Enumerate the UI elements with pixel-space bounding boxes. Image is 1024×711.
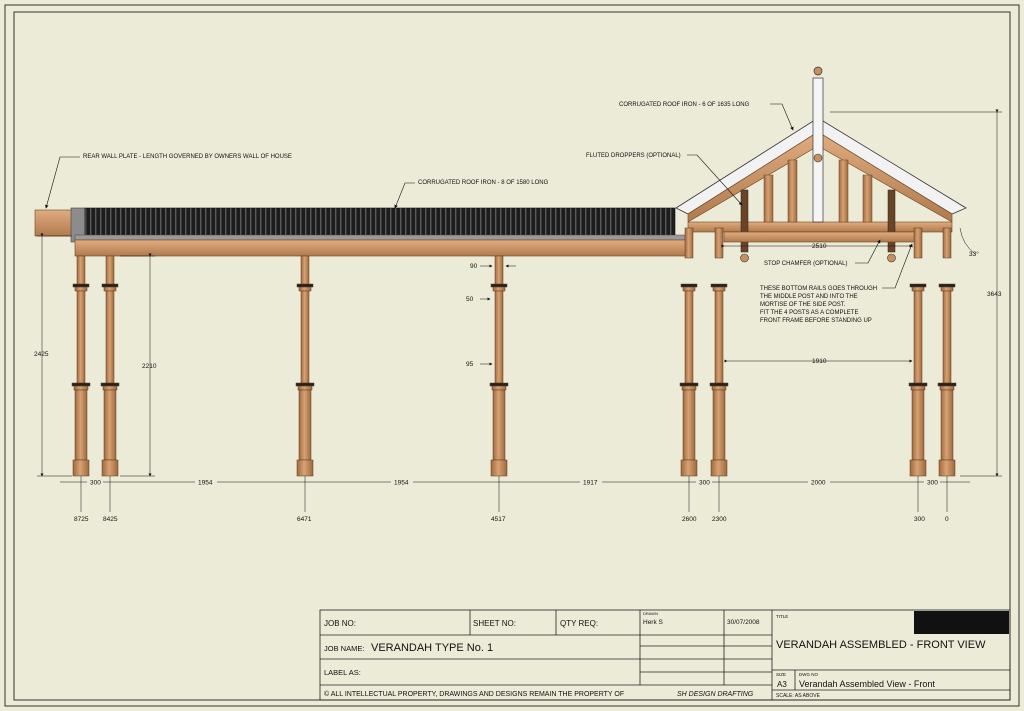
- spacing-3: 1954: [394, 480, 409, 487]
- verandah-post: [100, 255, 120, 512]
- finial: [813, 66, 823, 76]
- spacing-6: 2000: [811, 480, 826, 487]
- bottom-rails-line-3: MORTISE OF THE SIDE POST.: [760, 302, 846, 308]
- drawn-label: DRAWN: [643, 611, 658, 616]
- verandah-post: [908, 227, 928, 512]
- dim-post-top: 90: [470, 263, 478, 270]
- fluted-droppers: [740, 189, 896, 263]
- sheet-size: A3: [777, 680, 787, 689]
- leader-rear-wall: [45, 156, 80, 209]
- leader-chamfer: [855, 239, 881, 264]
- position-4: 4517: [491, 516, 506, 523]
- spacing-1: 300: [90, 480, 101, 487]
- company-logo: [914, 611, 1009, 634]
- title-block: [319, 609, 1011, 701]
- bottom-rails-line-2: THE MIDDLE POST AND INTO THE: [760, 294, 858, 300]
- dim-overall-height-left: 2425: [34, 351, 49, 358]
- post-group: [71, 227, 957, 512]
- annotation-roof-iron-main: CORRUGATED ROOF IRON - 8 OF 1580 LONG: [418, 180, 549, 186]
- dim-gable-inner: 1910: [812, 358, 827, 365]
- position-3: 6471: [297, 516, 312, 523]
- dim-overall-height-right: 3643: [987, 291, 1002, 298]
- corrugated-roof-iron: [84, 207, 676, 237]
- inner-border: [13, 11, 1011, 701]
- qty-req-label: QTY REQ:: [560, 619, 598, 628]
- bottom-rails-line-1: THESE BOTTOM RAILS GOES THROUGH: [760, 286, 877, 292]
- drawn-by: Herk S: [643, 619, 664, 626]
- spacing-4: 1917: [583, 480, 598, 487]
- verandah-post: [937, 227, 957, 512]
- title-label: TITLE: [776, 614, 788, 619]
- verandah-post: [679, 227, 699, 512]
- front-beam: [74, 239, 688, 257]
- annotation-fluted-droppers: FLUTED DROPPERS (OPTIONAL): [586, 153, 681, 159]
- verandah-post: [71, 255, 91, 512]
- outer-border: [4, 4, 1020, 707]
- logo-mark: SH: [920, 614, 948, 635]
- dwg-no: Verandah Assembled View - Front: [799, 679, 935, 689]
- job-name: VERANDAH TYPE No. 1: [371, 642, 493, 654]
- verandah-post: [295, 255, 315, 512]
- position-6: 2300: [712, 516, 727, 523]
- position-1: 8725: [74, 516, 89, 523]
- position-7: 300: [914, 516, 925, 523]
- leader-gable-iron: [770, 103, 794, 131]
- verandah-post: [489, 255, 509, 512]
- spacing-7: 300: [927, 480, 938, 487]
- position-2: 8425: [103, 516, 118, 523]
- annotation-stop-chamfer: STOP CHAMFER (OPTIONAL): [764, 261, 847, 267]
- sheet-no-label: SHEET NO:: [473, 619, 516, 628]
- gable-studs: [763, 159, 873, 223]
- spacing-2: 1954: [198, 480, 213, 487]
- logo-subtext: DRAFTING: [980, 629, 1000, 634]
- dim-post-capital: 50: [466, 296, 474, 303]
- position-5: 2600: [682, 516, 697, 523]
- leader-roof-iron: [394, 182, 415, 209]
- verandah-post: [709, 227, 729, 512]
- drawing-title: VERANDAH ASSEMBLED - FRONT VIEW: [776, 639, 986, 651]
- job-no-label: JOB NO:: [324, 619, 356, 628]
- king-post-boss: [813, 153, 823, 163]
- gable-bottom-rail: [723, 231, 921, 243]
- king-post: [812, 77, 824, 223]
- copyright: © ALL INTELLECTUAL PROPERTY, DRAWINGS AN…: [324, 690, 624, 698]
- copyright-owner: SH DESIGN DRAFTING: [677, 691, 754, 698]
- gable-tie-beam: [687, 221, 953, 233]
- dim-post-height: 2210: [142, 363, 157, 370]
- dim-roof-pitch: 33°: [969, 250, 979, 258]
- job-name-label: JOB NAME:: [324, 644, 364, 653]
- annotation-bottom-rails: THESE BOTTOM RAILS GOES THROUGH THE MIDD…: [760, 286, 877, 324]
- roof-flashing: [74, 234, 686, 241]
- spacing-5: 300: [699, 480, 710, 487]
- position-dimensions: 8725 8425 6471 4517 2600 2300 300 0: [74, 516, 949, 523]
- bottom-rails-line-4: FIT THE 4 POSTS AS A COMPLETE: [760, 310, 858, 316]
- annotation-roof-iron-gable: CORRUGATED ROOF IRON - 6 OF 1635 LONG: [619, 102, 750, 108]
- size-label: SIZE: [776, 672, 786, 677]
- logo-text: DESIGN: [955, 618, 997, 630]
- drawn-date: 30/07/2008: [727, 619, 760, 626]
- leader-bottom-rail: [882, 243, 913, 289]
- dwg-no-label: DWG NO: [799, 672, 818, 677]
- scale: SCALE: AS ABOVE: [776, 693, 821, 699]
- bottom-rails-line-5: FRONT FRAME BEFORE STANDING UP: [760, 318, 872, 324]
- label-as: LABEL AS:: [324, 668, 361, 677]
- leader-droppers: [687, 154, 743, 206]
- annotation-rear-wall: REAR WALL PLATE - LENGTH GOVERNED BY OWN…: [83, 154, 292, 160]
- dim-post-mid: 95: [466, 361, 474, 368]
- rear-wall-plate: [34, 209, 74, 237]
- spacing-dimensions: 300 1954 1954 1917 300 2000 300: [87, 478, 940, 487]
- position-8: 0: [945, 516, 949, 523]
- dim-gable-span: 2510: [812, 243, 827, 250]
